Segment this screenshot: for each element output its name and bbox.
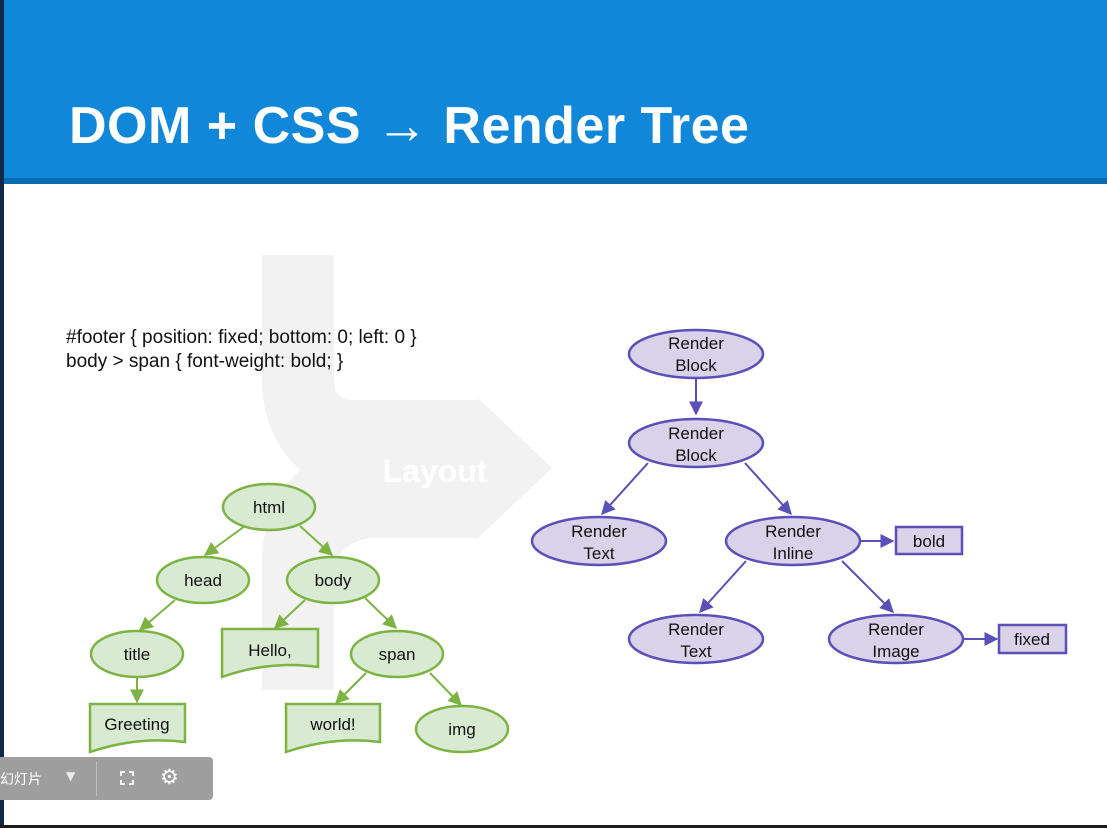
css-rules: #footer { position: fixed; bottom: 0; le…	[66, 326, 417, 374]
dom-node-world: world!	[284, 702, 382, 754]
render-node-text-1: Render Text	[530, 515, 668, 567]
style-box-fixed: fixed	[997, 623, 1068, 655]
edge-body-hello	[273, 599, 306, 629]
toolbar-divider	[96, 761, 97, 796]
render-node-block-child-line2: Block	[675, 446, 717, 465]
edge-block2-inline	[744, 462, 792, 516]
dom-node-span-label: span	[379, 645, 416, 664]
slide-toolbar: 幻灯片 ▼ ⚙	[0, 757, 213, 800]
css-rule-footer: #footer { position: fixed; bottom: 0; le…	[66, 327, 417, 348]
edge-span-img	[429, 672, 462, 707]
render-node-text-2-line1: Render	[668, 620, 724, 639]
dom-node-hello: Hello,	[220, 627, 320, 679]
render-node-block-root: Render Block	[627, 328, 765, 380]
dom-node-body: body	[285, 555, 381, 605]
render-node-block-root-line2: Block	[675, 356, 717, 375]
dom-node-greeting: Greeting	[88, 702, 187, 754]
dom-node-title: title	[89, 629, 185, 679]
render-node-text-2: Render Text	[627, 613, 765, 665]
dom-node-img: img	[414, 704, 510, 754]
render-tree: Render Block Render Block Render Text Re…	[530, 328, 1068, 665]
edge-inline-image	[841, 560, 894, 613]
edge-head-title	[138, 599, 176, 631]
edge-html-body	[299, 525, 334, 556]
render-node-text-1-line1: Render	[571, 522, 627, 541]
dom-node-greeting-label: Greeting	[104, 715, 169, 734]
render-node-image: Render Image	[827, 613, 965, 665]
render-node-block-child: Render Block	[627, 417, 765, 469]
dom-node-body-label: body	[315, 571, 352, 590]
render-node-text-1-line2: Text	[583, 544, 614, 563]
dom-node-head-label: head	[184, 571, 222, 590]
gear-icon[interactable]: ⚙	[160, 765, 179, 789]
dom-node-span: span	[349, 629, 445, 679]
dom-node-img-label: img	[448, 720, 475, 739]
dom-node-title-label: title	[124, 645, 150, 664]
dom-node-world-label: world!	[309, 715, 355, 734]
layout-label: Layout	[383, 453, 488, 489]
slide-bottom-edge	[0, 825, 1107, 828]
title-bar	[4, 0, 1107, 178]
dom-tree-edges	[130, 525, 462, 707]
edge-inline-text2	[699, 560, 747, 614]
render-node-block-root-line1: Render	[668, 334, 724, 353]
edge-span-world	[335, 672, 367, 704]
title-stripe	[4, 178, 1107, 184]
render-node-image-line2: Image	[872, 642, 919, 661]
slide-left-edge	[0, 0, 4, 828]
style-box-fixed-label: fixed	[1014, 630, 1050, 649]
render-node-text-2-line2: Text	[680, 642, 711, 661]
render-node-block-child-line1: Render	[668, 424, 724, 443]
dom-node-html-label: html	[253, 498, 285, 517]
edge-block2-text1	[601, 462, 649, 516]
edge-html-head	[203, 525, 246, 556]
fullscreen-icon[interactable]	[120, 771, 134, 785]
layout-watermark-arrow: Layout	[262, 255, 552, 690]
render-tree-edges	[601, 377, 999, 646]
render-node-image-line1: Render	[868, 620, 924, 639]
render-node-inline-line2: Inline	[773, 544, 814, 563]
render-node-inline: Render Inline	[724, 515, 862, 567]
style-box-bold-label: bold	[913, 532, 945, 551]
edge-body-span	[364, 597, 398, 629]
slides-menu-label[interactable]: 幻灯片	[0, 772, 42, 788]
css-rule-body-span: body > span { font-weight: bold; }	[66, 351, 344, 372]
style-box-bold: bold	[894, 525, 964, 556]
dom-node-head: head	[155, 555, 251, 605]
dom-tree: html head body title Hello, span	[88, 482, 510, 754]
dom-node-html: html	[221, 482, 317, 532]
caret-down-icon[interactable]: ▼	[66, 769, 76, 783]
dom-node-hello-label: Hello,	[248, 641, 291, 660]
render-node-inline-line1: Render	[765, 522, 821, 541]
slide-title: DOM + CSS → Render Tree	[69, 97, 750, 155]
